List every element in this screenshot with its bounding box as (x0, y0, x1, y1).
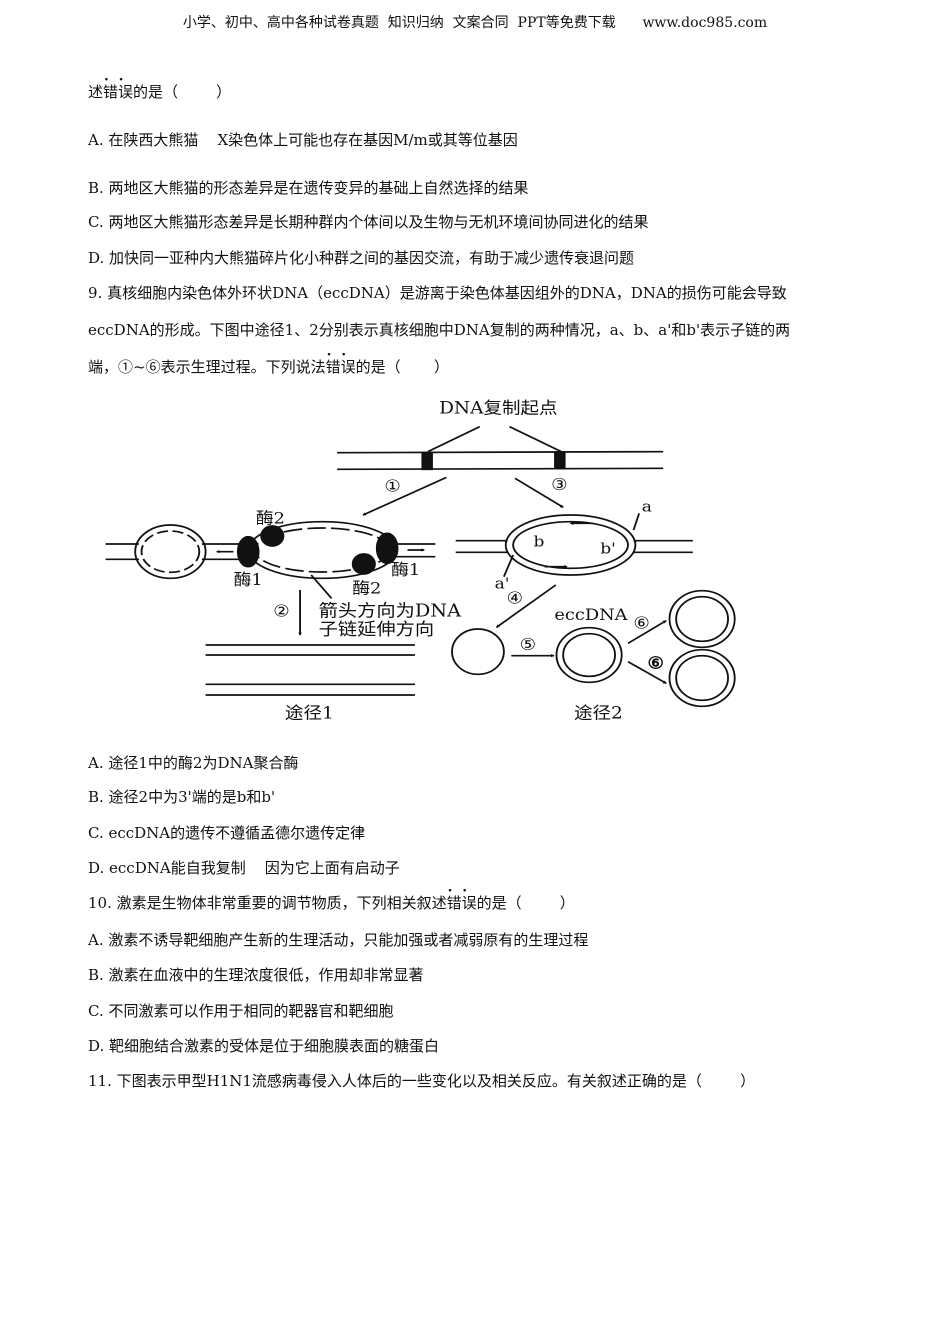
text: 的是（ ） (133, 83, 232, 101)
text: 10. 激素是生物体非常重要的调节物质，下列相关叙述 (88, 894, 447, 912)
end-label: b' (600, 539, 616, 557)
step-label: ③ (551, 476, 568, 495)
path1-label: 途径1 (285, 704, 334, 723)
step-label: ⑥ (647, 653, 664, 673)
note-text: 子链延伸方向 (319, 620, 435, 640)
emphasis-text: 错误 (326, 358, 356, 376)
replication-origin-mark (554, 451, 566, 470)
q9-option-b: B. 途径2中为3'端的是b和b' (88, 788, 276, 806)
step-label: ④ (507, 589, 524, 608)
q9-option-a: A. 途径1中的酶2为DNA聚合酶 (88, 754, 299, 772)
replication-origin-mark (421, 451, 433, 471)
q10-option-d: D. 靶细胞结合激素的受体是位于细胞膜表面的糖蛋白 (88, 1037, 440, 1055)
step-label: ⑤ (520, 636, 537, 655)
text: 端，①~⑥表示生理过程。下列说法 (88, 358, 326, 376)
emphasis-text: 错误 (103, 83, 133, 101)
enzyme-label: 酶1 (391, 560, 420, 579)
q9-stem-line3: 端，①~⑥表示生理过程。下列说法错误的是（ ） (88, 357, 449, 377)
enzyme-label: 酶2 (352, 578, 381, 597)
q8-stem-end: 述错误的是（ ） (88, 82, 231, 102)
emphasis-text: 错误 (447, 894, 477, 912)
path2-label: 途径2 (574, 704, 623, 723)
text: 述 (88, 83, 104, 101)
step-label: ⑥ (633, 614, 650, 633)
q9-option-c: C. eccDNA的遗传不遵循孟德尔遗传定律 (88, 824, 366, 842)
end-label: b (534, 532, 545, 550)
page-header: 小学、初中、高中各种试卷真题 知识归纳 文案合同 PPT等免费下载 www.do… (182, 15, 768, 31)
q10-option-b: B. 激素在血液中的生理浓度很低，作用却非常显著 (88, 966, 424, 984)
origin-label: DNA复制起点 (439, 399, 557, 418)
end-label: a' (495, 574, 510, 592)
text: 的是（ ） (355, 358, 449, 376)
q9-option-d: D. eccDNA能自我复制 因为它上面有启动子 (88, 859, 400, 877)
step-label: ② (273, 602, 290, 621)
eccdna-label: eccDNA (554, 605, 628, 624)
q10-stem: 10. 激素是生物体非常重要的调节物质，下列相关叙述错误的是（ ） (88, 893, 575, 913)
end-label: a (642, 497, 653, 515)
q9-stem-line1: 9. 真核细胞内染色体外环状DNA（eccDNA）是游离于染色体基因组外的DNA… (88, 284, 787, 302)
dna-replication-diagram: DNA复制起点 ① ③ 酶2 酶1 酶2 酶1 ② 箭头方向为DNA 子链延伸方… (105, 399, 736, 723)
enzyme-label: 酶2 (256, 508, 285, 527)
q8-option-d: D. 加快同一亚种内大熊猫碎片化小种群之间的基因交流，有助于减少遗传衰退问题 (88, 249, 635, 267)
enzyme-2-blob (351, 553, 376, 575)
q11-stem: 11. 下图表示甲型H1N1流感病毒侵入人体后的一些变化以及相关反应。有关叙述正… (88, 1072, 756, 1090)
enzyme-label: 酶1 (234, 570, 263, 589)
q8-option-c: C. 两地区大熊猫形态差异是长期种群内个体间以及生物与无机环境间协同进化的结果 (88, 213, 649, 231)
step-label: ① (384, 477, 401, 496)
enzyme-2-blob (260, 525, 285, 547)
enzyme-1-blob (236, 535, 260, 568)
q9-stem-line2: eccDNA的形成。下图中途径1、2分别表示真核细胞中DNA复制的两种情况，a、… (88, 321, 791, 339)
note-text: 箭头方向为DNA (319, 602, 462, 622)
q8-option-b: B. 两地区大熊猫的形态差异是在遗传变异的基础上自然选择的结果 (88, 179, 529, 197)
single-circle (451, 628, 505, 676)
enzyme-1-blob (375, 532, 399, 565)
q10-option-c: C. 不同激素可以作用于相同的靶器官和靶细胞 (88, 1002, 394, 1020)
q8-option-a: A. 在陕西大熊猫 X染色体上可能也存在基因M/m或其等位基因 (88, 131, 518, 149)
text: 的是（ ） (476, 894, 575, 912)
q10-option-a: A. 激素不诱导靶细胞产生新的生理活动，只能加强或者减弱原有的生理过程 (88, 931, 589, 949)
